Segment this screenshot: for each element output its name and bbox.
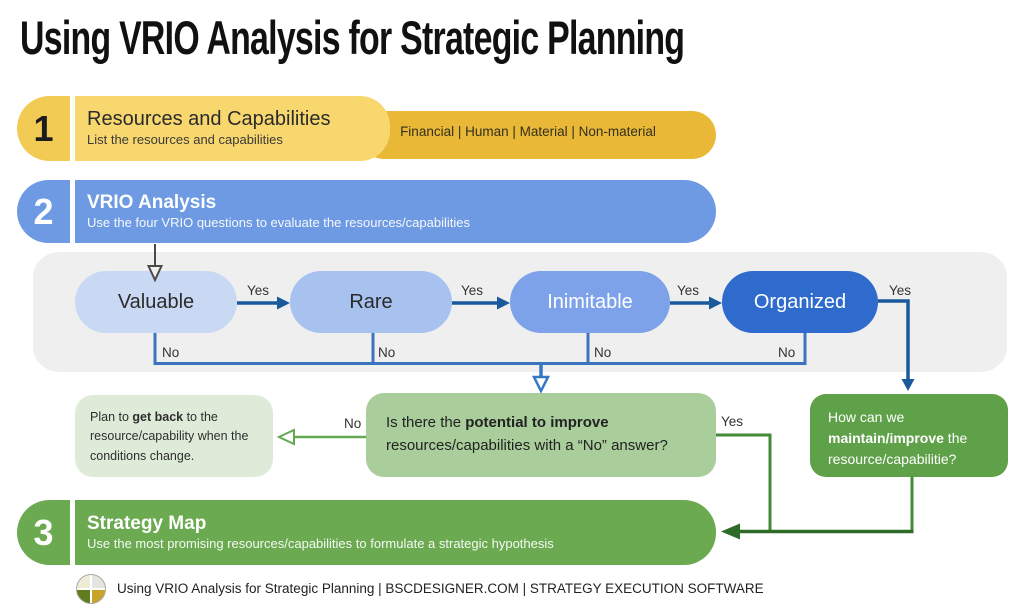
improve-yes-line — [716, 433, 772, 530]
no-label-3: No — [594, 345, 612, 360]
yes-label-2: Yes — [461, 283, 484, 298]
no-label-4: No — [778, 345, 796, 360]
step3-subtitle: Use the most promising resources/capabil… — [87, 535, 554, 551]
improve-no-arrowhead — [276, 428, 295, 446]
step1-categories-label: Financial | Human | Material | Non-mater… — [400, 124, 656, 139]
plan-text-post: to the — [183, 410, 218, 424]
footer-text: Using VRIO Analysis for Strategic Planni… — [117, 581, 764, 596]
no-label-1: No — [162, 345, 180, 360]
node-organized-label: Organized — [753, 290, 847, 313]
outcome-maintain-improve-box: How can we maintain/improve the resource… — [810, 394, 1008, 477]
step2-subtitle: Use the four VRIO questions to evaluate … — [87, 214, 470, 230]
node-valuable-label: Valuable — [117, 290, 195, 313]
node-rare: Rare — [290, 271, 452, 333]
improve-text-line2: resources/capabilities with a “No” answe… — [386, 437, 668, 455]
node-rare-label: Rare — [349, 290, 393, 313]
organized-yes-arrowhead — [901, 379, 915, 391]
step1-number-tile: 1 — [17, 96, 70, 161]
node-inimitable-label: Inimitable — [547, 290, 633, 313]
maintain-text-bold: maintain/improve — [828, 430, 944, 446]
no-drop-arrowhead — [531, 375, 551, 394]
step1-subtitle: List the resources and capabilities — [87, 132, 283, 148]
yes-label-3: Yes — [677, 283, 700, 298]
maintain-text-line3: resource/capabilitie? — [828, 451, 957, 467]
step2-number: 2 — [33, 190, 54, 232]
plan-text-pre: Plan to — [90, 410, 133, 424]
bsc-designer-logo — [76, 574, 106, 604]
step3-number: 3 — [33, 511, 54, 553]
plan-text-line3: conditions change. — [90, 448, 195, 463]
outcome-plan-back-box: Plan to get back to the resource/capabil… — [75, 395, 273, 477]
node-inimitable: Inimitable — [510, 271, 670, 333]
step1-band: Resources and Capabilities List the reso… — [75, 96, 390, 161]
improve-text-bold: potential to improve — [465, 414, 609, 431]
no-label-improve: No — [344, 416, 362, 431]
plan-text-bold: get back — [132, 410, 184, 424]
step3-number-tile: 3 — [17, 500, 70, 565]
page-title: Using VRIO Analysis for Strategic Planni… — [20, 11, 685, 64]
step1-categories-pill — [360, 111, 716, 159]
step1-number: 1 — [33, 107, 54, 149]
no-label-2: No — [378, 345, 396, 360]
step2-band: VRIO Analysis Use the four VRIO question… — [75, 180, 716, 243]
yes-label-improve: Yes — [721, 414, 744, 429]
node-organized: Organized — [722, 271, 878, 333]
to-strategy-map-arrowhead — [721, 523, 740, 540]
outcome-potential-improve-box: Is there the potential to improve resour… — [366, 393, 716, 477]
maintain-text-line1: How can we — [828, 409, 905, 425]
maintain-text-post: the — [943, 430, 968, 446]
step3-title: Strategy Map — [87, 512, 207, 534]
yes-label-4: Yes — [889, 283, 912, 298]
improve-text-pre: Is there the — [386, 414, 466, 431]
step2-title: VRIO Analysis — [87, 191, 217, 213]
step1-title: Resources and Capabilities — [87, 108, 331, 131]
yes-label-1: Yes — [247, 283, 270, 298]
node-valuable: Valuable — [75, 271, 237, 333]
step2-number-tile: 2 — [17, 180, 70, 243]
step3-band: Strategy Map Use the most promising reso… — [75, 500, 716, 565]
plan-text-line2: resource/capability when the — [90, 429, 249, 444]
